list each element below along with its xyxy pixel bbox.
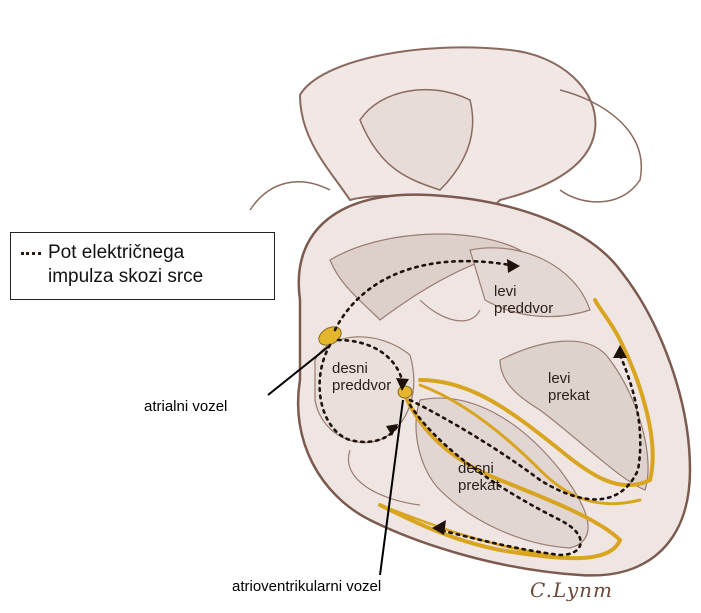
legend-label: Pot električnega impulza skozi srce bbox=[48, 241, 203, 289]
av-node-marker bbox=[398, 386, 412, 398]
artist-signature: C.Lynm bbox=[530, 578, 613, 602]
label-left-atrium: levi preddvor bbox=[494, 283, 553, 317]
legend-dotted-line-icon bbox=[21, 252, 41, 255]
label-av-node: atrioventrikularni vozel bbox=[232, 578, 381, 596]
label-left-ventricle: levi prekat bbox=[548, 370, 590, 404]
label-right-ventricle: desni prekat bbox=[458, 460, 500, 494]
label-sa-node: atrialni vozel bbox=[144, 398, 227, 416]
legend-box: Pot električnega impulza skozi srce bbox=[10, 232, 275, 300]
label-right-atrium: desni preddvor bbox=[332, 360, 391, 394]
vena-cava bbox=[250, 182, 330, 210]
